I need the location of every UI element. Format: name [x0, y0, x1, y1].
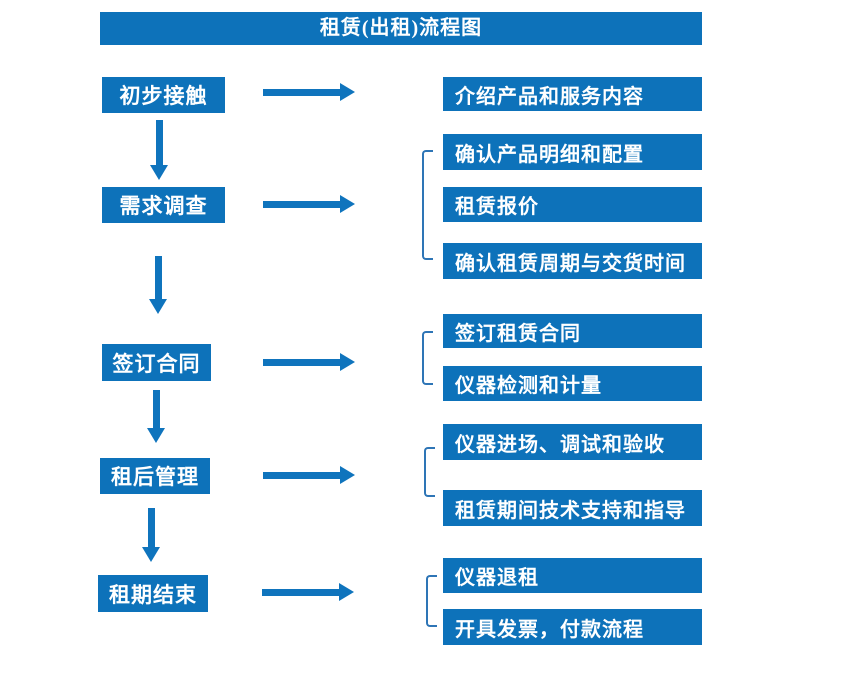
right-arrow-step1	[263, 83, 355, 101]
arrow-head-icon	[142, 547, 160, 562]
output-box-instrument-return: 仪器退租	[443, 558, 702, 593]
down-arrow-step1-to-step2	[150, 120, 168, 180]
step-box-initial-contact: 初步接触	[102, 77, 225, 113]
output-box-sign-rental-contract: 签订租赁合同	[443, 314, 702, 348]
arrow-shaft	[263, 471, 340, 479]
output-box-confirm-period-delivery: 确认租赁周期与交货时间	[443, 243, 702, 279]
bracket-group-post-rental	[424, 447, 435, 497]
arrow-head-icon	[150, 165, 168, 180]
down-arrow-step4-to-step5	[142, 508, 160, 562]
bracket-group-sign-contract	[422, 331, 433, 385]
arrow-head-icon	[340, 195, 355, 213]
arrow-shaft	[263, 88, 340, 96]
arrow-head-icon	[340, 353, 355, 371]
arrow-shaft	[147, 508, 155, 547]
step-box-demand-survey: 需求调查	[102, 187, 225, 223]
bracket-group-rental-end	[426, 575, 437, 627]
output-box-invoice-payment: 开具发票，付款流程	[443, 609, 702, 645]
arrow-head-icon	[149, 299, 167, 314]
arrow-shaft	[155, 120, 163, 165]
step-box-sign-contract: 签订合同	[102, 344, 211, 381]
output-box-instrument-testing: 仪器检测和计量	[443, 366, 702, 401]
arrow-shaft	[154, 256, 162, 299]
output-box-tech-support: 租赁期间技术支持和指导	[443, 490, 702, 526]
output-box-introduce-products: 介绍产品和服务内容	[443, 77, 702, 111]
down-arrow-step2-to-step3	[149, 256, 167, 314]
output-box-instrument-setup-acceptance: 仪器进场、调试和验收	[443, 424, 702, 460]
arrow-head-icon	[340, 83, 355, 101]
flowchart-title: 租赁(出租)流程图	[100, 12, 702, 45]
arrow-shaft	[262, 588, 339, 596]
arrow-head-icon	[340, 466, 355, 484]
right-arrow-step5	[262, 583, 354, 601]
output-box-rental-quote: 租赁报价	[443, 187, 702, 222]
step-box-post-rental-management: 租后管理	[100, 458, 210, 494]
arrow-shaft	[263, 200, 340, 208]
arrow-shaft	[263, 358, 340, 366]
output-box-confirm-details-config: 确认产品明细和配置	[443, 134, 702, 170]
right-arrow-step3	[263, 353, 355, 371]
arrow-head-icon	[339, 583, 354, 601]
right-arrow-step4	[263, 466, 355, 484]
arrow-shaft	[152, 390, 160, 428]
bracket-group-demand-survey	[422, 150, 433, 260]
right-arrow-step2	[263, 195, 355, 213]
step-box-rental-end: 租期结束	[98, 575, 208, 612]
down-arrow-step3-to-step4	[147, 390, 165, 443]
arrow-head-icon	[147, 428, 165, 443]
